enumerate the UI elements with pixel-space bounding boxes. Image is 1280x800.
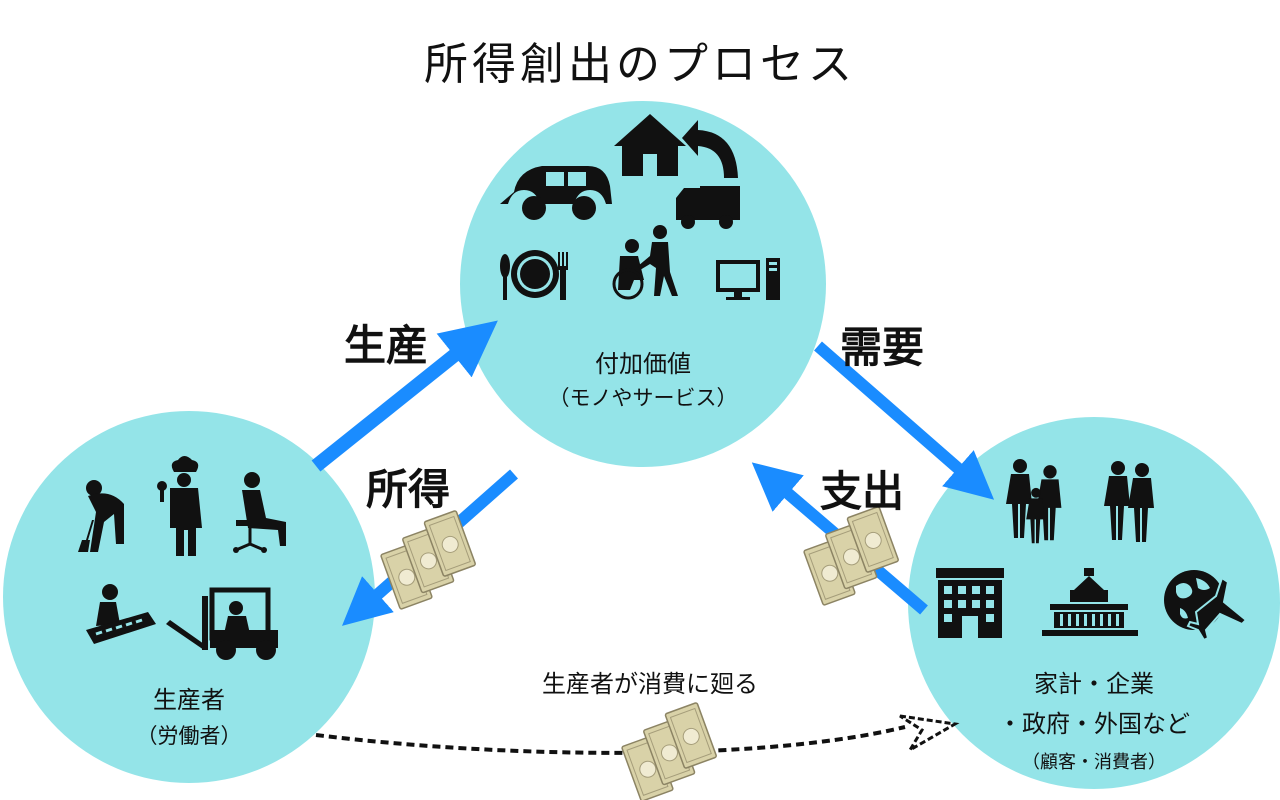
loop-dashed-arrow <box>315 725 906 755</box>
car-icon <box>500 166 612 220</box>
income-label: 所得 <box>366 465 451 514</box>
doctor-icon <box>233 472 286 553</box>
loop-money-icon <box>622 702 717 800</box>
government-building-icon <box>1042 568 1138 636</box>
producer-node-label: 生産者 <box>153 686 225 714</box>
office-building-icon <box>936 568 1004 638</box>
demand-arrow <box>814 341 995 500</box>
demand-label: 需要 <box>840 323 925 372</box>
income-money-icon <box>381 510 476 609</box>
globe-airplane-icon <box>1164 570 1248 642</box>
spending-label: 支出 <box>820 467 905 516</box>
wheelchair-caregiver-icon <box>612 225 678 300</box>
pianist-icon <box>86 584 156 644</box>
producer-node-sublabel: （労働者） <box>136 724 242 748</box>
value-node-label: 付加価値 <box>595 350 691 378</box>
computer-icon <box>716 258 780 300</box>
consumer-node-label-2: ・政府・外国など <box>998 710 1190 738</box>
loop-arrowhead <box>899 714 960 755</box>
construction-worker-icon <box>78 480 124 552</box>
consumer-circle <box>908 417 1280 789</box>
page-title: 所得創出のプロセス <box>424 39 856 90</box>
plate-cutlery-icon <box>500 250 568 300</box>
return-arrow-icon <box>682 120 738 178</box>
loop-label: 生産者が消費に廻る <box>542 670 758 698</box>
production-arrow <box>311 320 498 472</box>
production-label: 生産 <box>344 321 429 370</box>
house-icon <box>614 114 686 176</box>
value-node-sublabel: （モノやサービス） <box>548 386 738 410</box>
forklift-icon <box>166 587 278 660</box>
consumer-node-sublabel: （顧客・消費者） <box>1022 752 1166 773</box>
consumer-node-label: 家計・企業 <box>1034 670 1154 698</box>
chef-icon <box>157 456 202 556</box>
truck-icon <box>676 186 740 229</box>
